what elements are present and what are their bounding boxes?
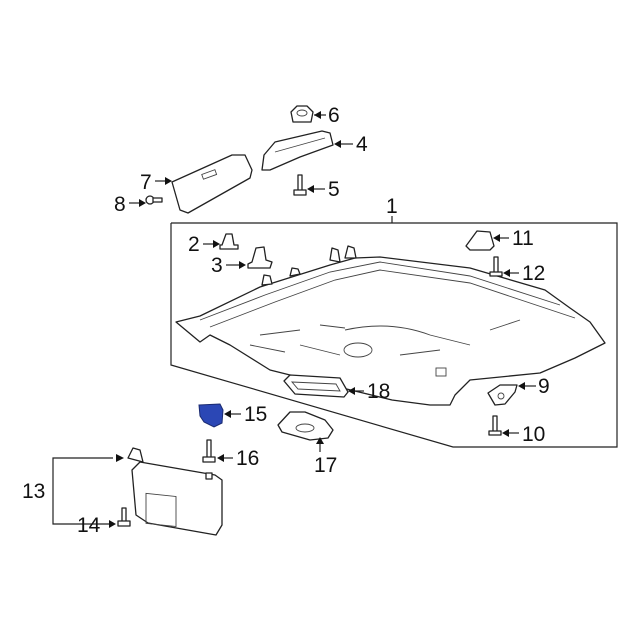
callout-15-label: 15 [244,403,267,426]
part-16-bolt[interactable] [202,439,216,463]
part-9-hook[interactable] [487,384,518,406]
part-15-bracket-highlighted[interactable] [198,403,224,428]
callout-18-label: 18 [367,380,390,403]
part-18-lamp[interactable] [283,374,349,398]
part-7-cover[interactable] [171,154,253,214]
callout-3-label: 3 [211,254,223,277]
callout-11-label: 11 [512,227,534,250]
callout-4-label: 4 [356,133,368,156]
group-bracket-13 [52,457,113,525]
part-10-bolt[interactable] [488,415,502,436]
callout-13-label: 13 [22,480,45,503]
callout-7-label: 7 [140,171,152,194]
sun-visor-part[interactable] [127,447,223,536]
callout-9-label: 9 [538,375,550,398]
callout-17-label: 17 [314,454,337,477]
part-3-bracket[interactable] [247,246,273,269]
callout-16-label: 16 [236,447,259,470]
part-11-cover[interactable] [465,230,495,251]
part-2-clip[interactable] [219,233,239,250]
part-6-nut[interactable] [290,105,314,123]
callout-10-label: 10 [522,423,545,446]
callout-12-label: 12 [522,262,545,285]
group-box-1 [170,222,618,448]
part-8-screw[interactable] [145,195,163,205]
callout-2-label: 2 [188,233,200,256]
part-12-bolt[interactable] [489,256,503,277]
callout-14-label: 14 [77,514,101,537]
part-4-trim[interactable] [261,130,334,171]
part-17-lamp-housing[interactable] [277,411,334,441]
part-14-screw[interactable] [117,507,131,527]
callout-6-label: 6 [328,104,340,127]
callout-1-label: 1 [386,195,398,218]
part-5-screw[interactable] [293,174,307,196]
callout-5-label: 5 [328,178,340,201]
callout-8-label: 8 [114,193,126,216]
headliner-part[interactable] [175,245,606,406]
